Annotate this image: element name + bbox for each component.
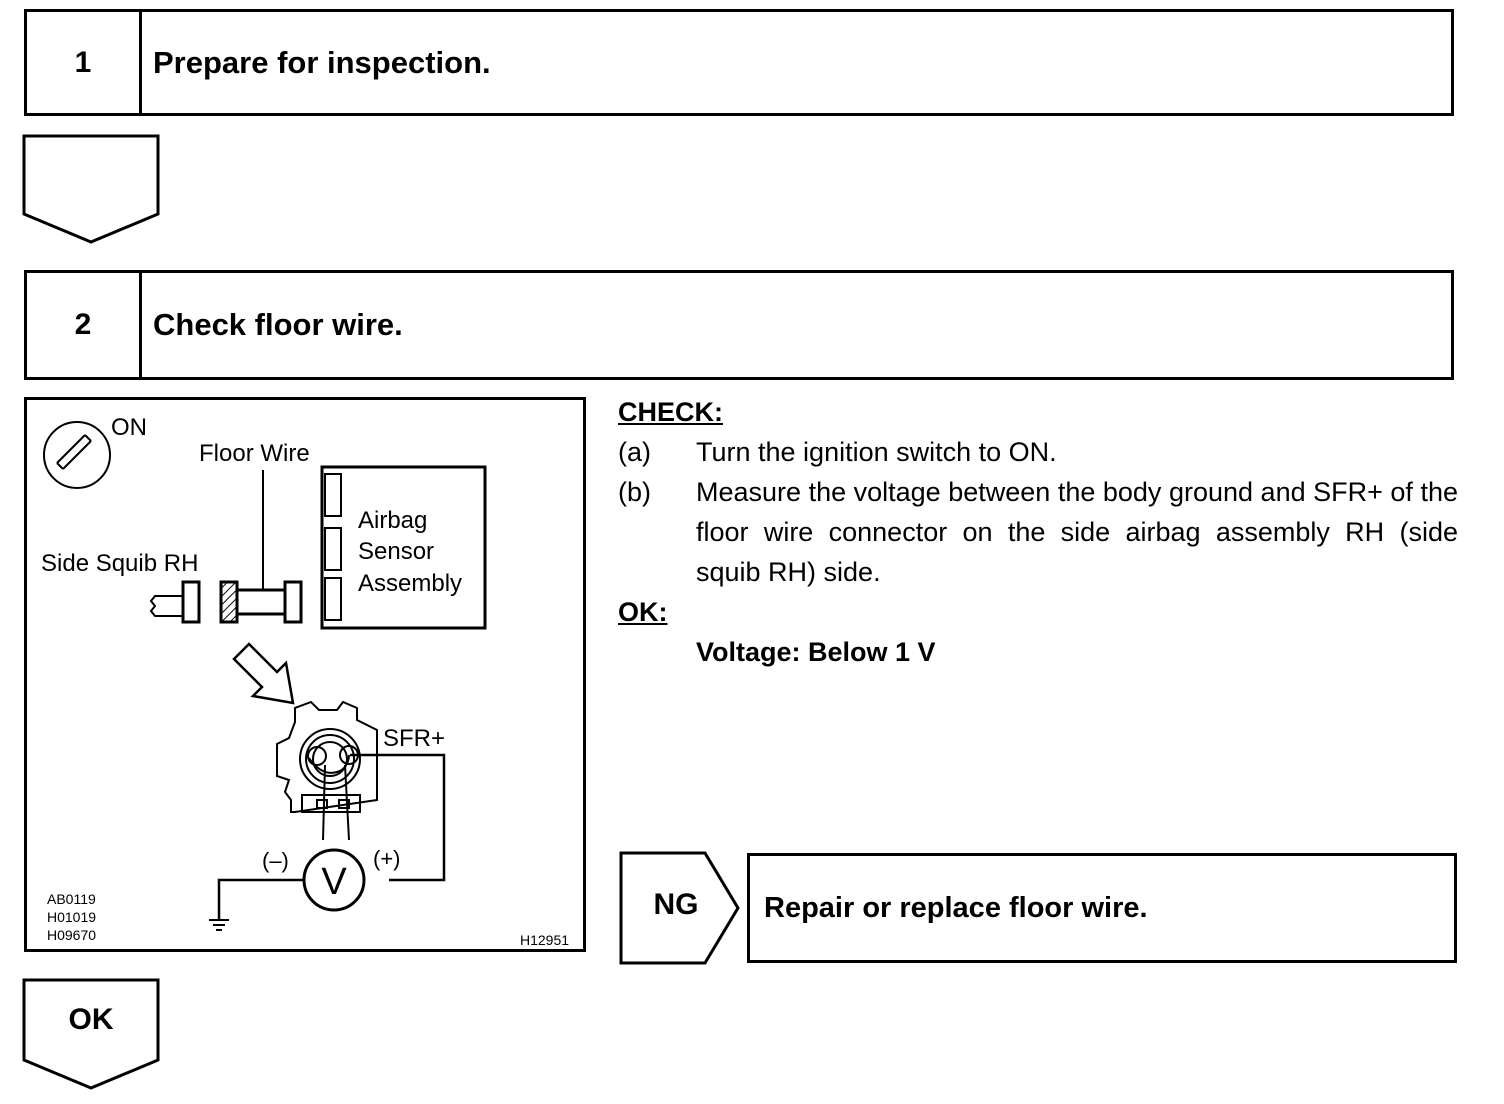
check-item-label: (a) bbox=[618, 437, 651, 467]
ref-code: H01019 bbox=[47, 909, 96, 925]
ok-value: Voltage: Below 1 V bbox=[696, 637, 936, 667]
side-squib-connector bbox=[149, 580, 201, 624]
wiring-diagram: ON Floor Wire Airbag Sensor Assembly Sid… bbox=[41, 414, 569, 948]
ok-heading: OK: bbox=[618, 597, 668, 627]
side-squib-label: Side Squib RH bbox=[41, 550, 198, 577]
voltmeter-symbol: V bbox=[321, 861, 347, 903]
check-item: (b) Measure the voltage between the body… bbox=[618, 472, 1458, 592]
check-item-label: (b) bbox=[618, 477, 651, 507]
positive-polarity-label: (+) bbox=[373, 846, 401, 871]
floor-wire-connector-end bbox=[283, 580, 303, 624]
ok-label: OK bbox=[68, 1003, 114, 1036]
sensor-label-line: Assembly bbox=[358, 570, 462, 597]
ignition-on-label: ON bbox=[111, 414, 147, 441]
voltmeter-icon: V bbox=[302, 848, 366, 912]
wiring-figure: ON Floor Wire Airbag Sensor Assembly Sid… bbox=[24, 397, 586, 952]
negative-polarity-label: (–) bbox=[262, 848, 289, 873]
direction-arrow-icon bbox=[232, 642, 295, 705]
airbag-sensor-assembly bbox=[320, 465, 487, 630]
sensor-label-line: Sensor bbox=[358, 538, 434, 565]
step-2-header: 2 Check floor wire. bbox=[24, 270, 1454, 380]
floor-wire-connector bbox=[219, 580, 239, 624]
floor-wire-label: Floor Wire bbox=[199, 440, 310, 467]
ok-down-arrow bbox=[22, 978, 160, 1090]
flow-down-arrow bbox=[22, 134, 160, 244]
step-number: 1 bbox=[27, 12, 142, 113]
step-number: 2 bbox=[27, 273, 142, 377]
negative-lead bbox=[217, 878, 303, 920]
step-title: Check floor wire. bbox=[153, 307, 403, 342]
check-heading: CHECK: bbox=[618, 397, 723, 427]
ng-action-box: Repair or replace floor wire. bbox=[747, 853, 1457, 963]
sensor-label-line: Airbag bbox=[358, 507, 427, 534]
check-item-text: Turn the ignition switch to ON. bbox=[696, 437, 1057, 467]
ground-icon bbox=[209, 919, 229, 931]
ref-code: AB0119 bbox=[47, 891, 96, 907]
sfr-plus-label: SFR+ bbox=[383, 725, 445, 752]
ng-arrow bbox=[619, 851, 740, 965]
floor-wire-harness bbox=[235, 588, 287, 616]
ignition-switch-icon bbox=[43, 421, 111, 489]
ng-label: NG bbox=[653, 888, 699, 921]
check-item-text: Measure the voltage between the body gro… bbox=[696, 477, 1458, 587]
step-1-header: 1 Prepare for inspection. bbox=[24, 9, 1454, 116]
figure-id: H12951 bbox=[520, 932, 569, 948]
check-instructions: CHECK: (a) Turn the ignition switch to O… bbox=[618, 392, 1458, 672]
positive-lead bbox=[350, 753, 446, 882]
ng-action-text: Repair or replace floor wire. bbox=[764, 891, 1148, 924]
step-title: Prepare for inspection. bbox=[153, 44, 491, 80]
connector-front-view bbox=[276, 700, 378, 841]
ref-code: H09670 bbox=[47, 927, 96, 943]
check-item: (a) Turn the ignition switch to ON. bbox=[618, 432, 1458, 472]
